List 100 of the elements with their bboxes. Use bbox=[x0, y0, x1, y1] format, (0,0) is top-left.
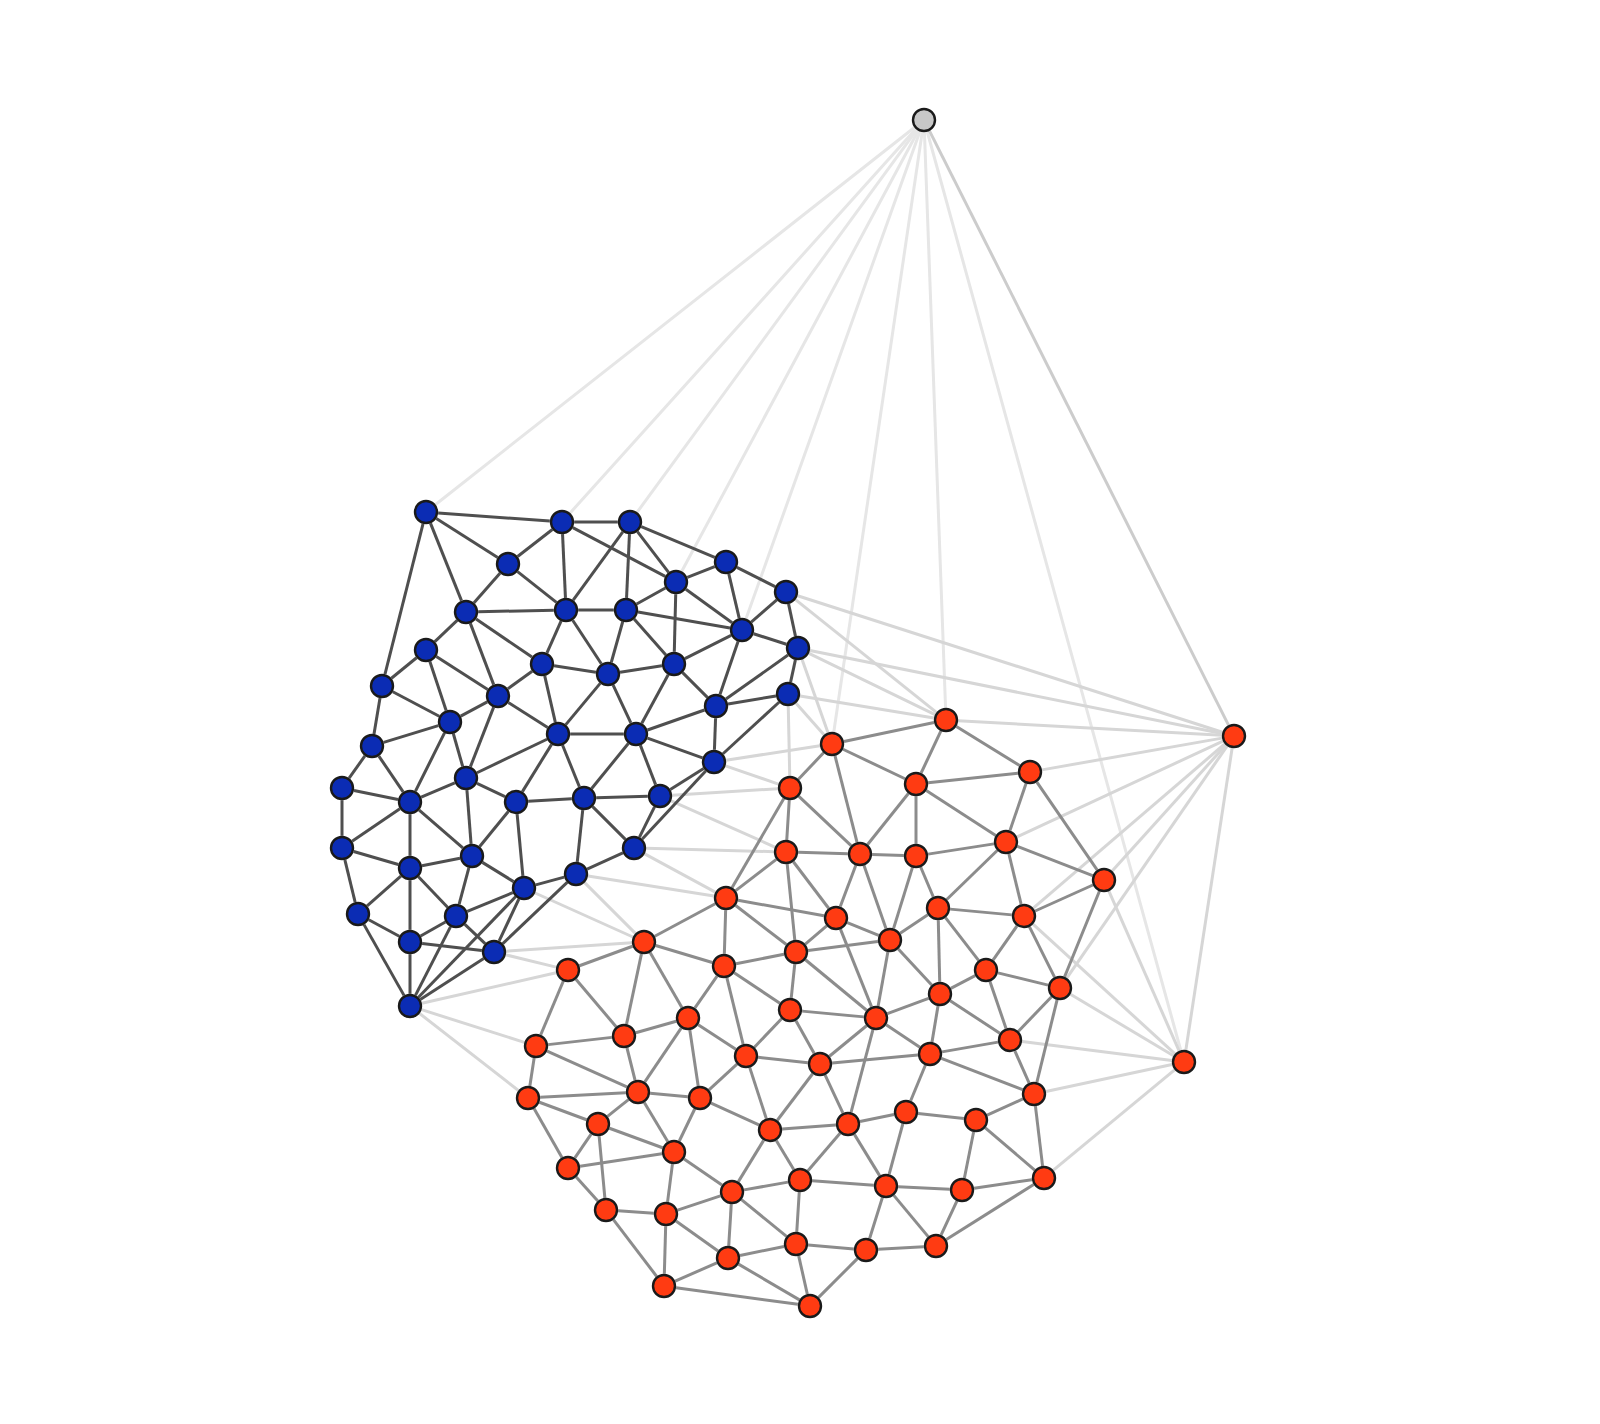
link-line bbox=[573, 1133, 593, 1159]
network-node bbox=[863, 1005, 889, 1031]
link-line bbox=[945, 849, 999, 901]
link-line bbox=[925, 131, 1183, 1051]
link-line bbox=[575, 1176, 599, 1202]
network-node bbox=[545, 721, 571, 747]
link-line bbox=[885, 1023, 921, 1049]
link-line bbox=[662, 1226, 668, 1274]
link-line bbox=[735, 952, 785, 966]
network-node bbox=[613, 597, 639, 623]
link-line bbox=[515, 814, 525, 876]
link-line bbox=[586, 851, 624, 871]
network-node bbox=[397, 993, 423, 1019]
link-line bbox=[809, 648, 1223, 736]
link-line bbox=[839, 928, 873, 1008]
link-line bbox=[853, 1133, 881, 1177]
network-node bbox=[923, 1233, 949, 1259]
link-line bbox=[569, 128, 917, 514]
link-line bbox=[886, 996, 930, 1016]
network-node bbox=[775, 681, 801, 707]
link-line bbox=[590, 742, 630, 790]
link-line bbox=[744, 131, 922, 619]
link-line bbox=[463, 923, 487, 945]
link-line bbox=[547, 1035, 613, 1047]
link-line bbox=[1035, 781, 1099, 871]
network-node bbox=[1047, 975, 1073, 1001]
link-line bbox=[564, 682, 602, 726]
network-node bbox=[787, 1167, 813, 1193]
link-line bbox=[1032, 923, 1176, 1055]
network-node bbox=[1221, 723, 1247, 749]
link-line bbox=[753, 632, 787, 646]
link-line bbox=[797, 594, 1223, 734]
link-line bbox=[849, 1029, 875, 1113]
network-node bbox=[993, 829, 1019, 855]
link-line bbox=[478, 810, 510, 848]
link-line bbox=[421, 856, 461, 868]
link-line bbox=[587, 874, 715, 898]
link-line bbox=[798, 850, 848, 856]
network-node bbox=[397, 789, 423, 815]
link-line bbox=[799, 694, 935, 720]
network-node bbox=[397, 929, 423, 955]
network-node bbox=[571, 785, 597, 811]
network-node bbox=[453, 599, 479, 625]
link-line bbox=[789, 659, 797, 683]
link-line bbox=[1107, 890, 1181, 1052]
link-line bbox=[812, 1179, 874, 1187]
link-line bbox=[383, 523, 425, 675]
link-line bbox=[528, 797, 572, 803]
link-line bbox=[343, 859, 357, 903]
link-line bbox=[708, 1063, 738, 1091]
link-line bbox=[608, 1126, 664, 1150]
network-node bbox=[453, 765, 479, 791]
link-line bbox=[609, 621, 625, 663]
network-node bbox=[651, 1273, 677, 1299]
link-line bbox=[466, 891, 514, 913]
link-line bbox=[892, 867, 914, 929]
link-line bbox=[654, 902, 716, 938]
network-node bbox=[757, 1117, 783, 1143]
link-line bbox=[534, 891, 634, 939]
link-line bbox=[808, 652, 936, 716]
link-line bbox=[353, 789, 399, 801]
link-line bbox=[991, 925, 1019, 961]
link-line bbox=[606, 1098, 630, 1118]
network-node bbox=[653, 1201, 679, 1227]
link-line bbox=[859, 1113, 895, 1123]
link-line bbox=[435, 517, 499, 559]
link-line bbox=[574, 978, 618, 1028]
network-node bbox=[529, 651, 555, 677]
link-line bbox=[650, 1091, 688, 1099]
network-node bbox=[713, 885, 739, 911]
link-line bbox=[505, 953, 557, 969]
link-line bbox=[383, 724, 439, 744]
network-node bbox=[515, 1085, 541, 1111]
network-node bbox=[933, 707, 959, 733]
link-line bbox=[635, 1019, 677, 1035]
link-line bbox=[675, 1286, 799, 1306]
link-line bbox=[1013, 1050, 1031, 1084]
link-line bbox=[476, 737, 548, 775]
link-line bbox=[817, 1257, 859, 1299]
link-line bbox=[949, 999, 1001, 1035]
network-node bbox=[503, 789, 529, 815]
link-line bbox=[797, 1255, 809, 1295]
link-line bbox=[351, 807, 401, 843]
link-line bbox=[362, 923, 406, 997]
link-line bbox=[927, 771, 1019, 785]
network-node bbox=[623, 721, 649, 747]
link-line bbox=[914, 796, 918, 844]
link-line bbox=[727, 1204, 733, 1246]
link-line bbox=[478, 608, 554, 614]
network-node bbox=[729, 617, 755, 643]
link-line bbox=[625, 534, 631, 598]
link-line bbox=[683, 1157, 723, 1187]
network-node bbox=[1011, 903, 1037, 929]
link-line bbox=[539, 980, 565, 1036]
link-line bbox=[945, 1183, 1035, 1241]
link-line bbox=[421, 1008, 525, 1044]
link-line bbox=[797, 751, 825, 781]
link-line bbox=[1045, 1063, 1173, 1093]
link-line bbox=[789, 964, 797, 998]
link-line bbox=[958, 719, 1222, 737]
